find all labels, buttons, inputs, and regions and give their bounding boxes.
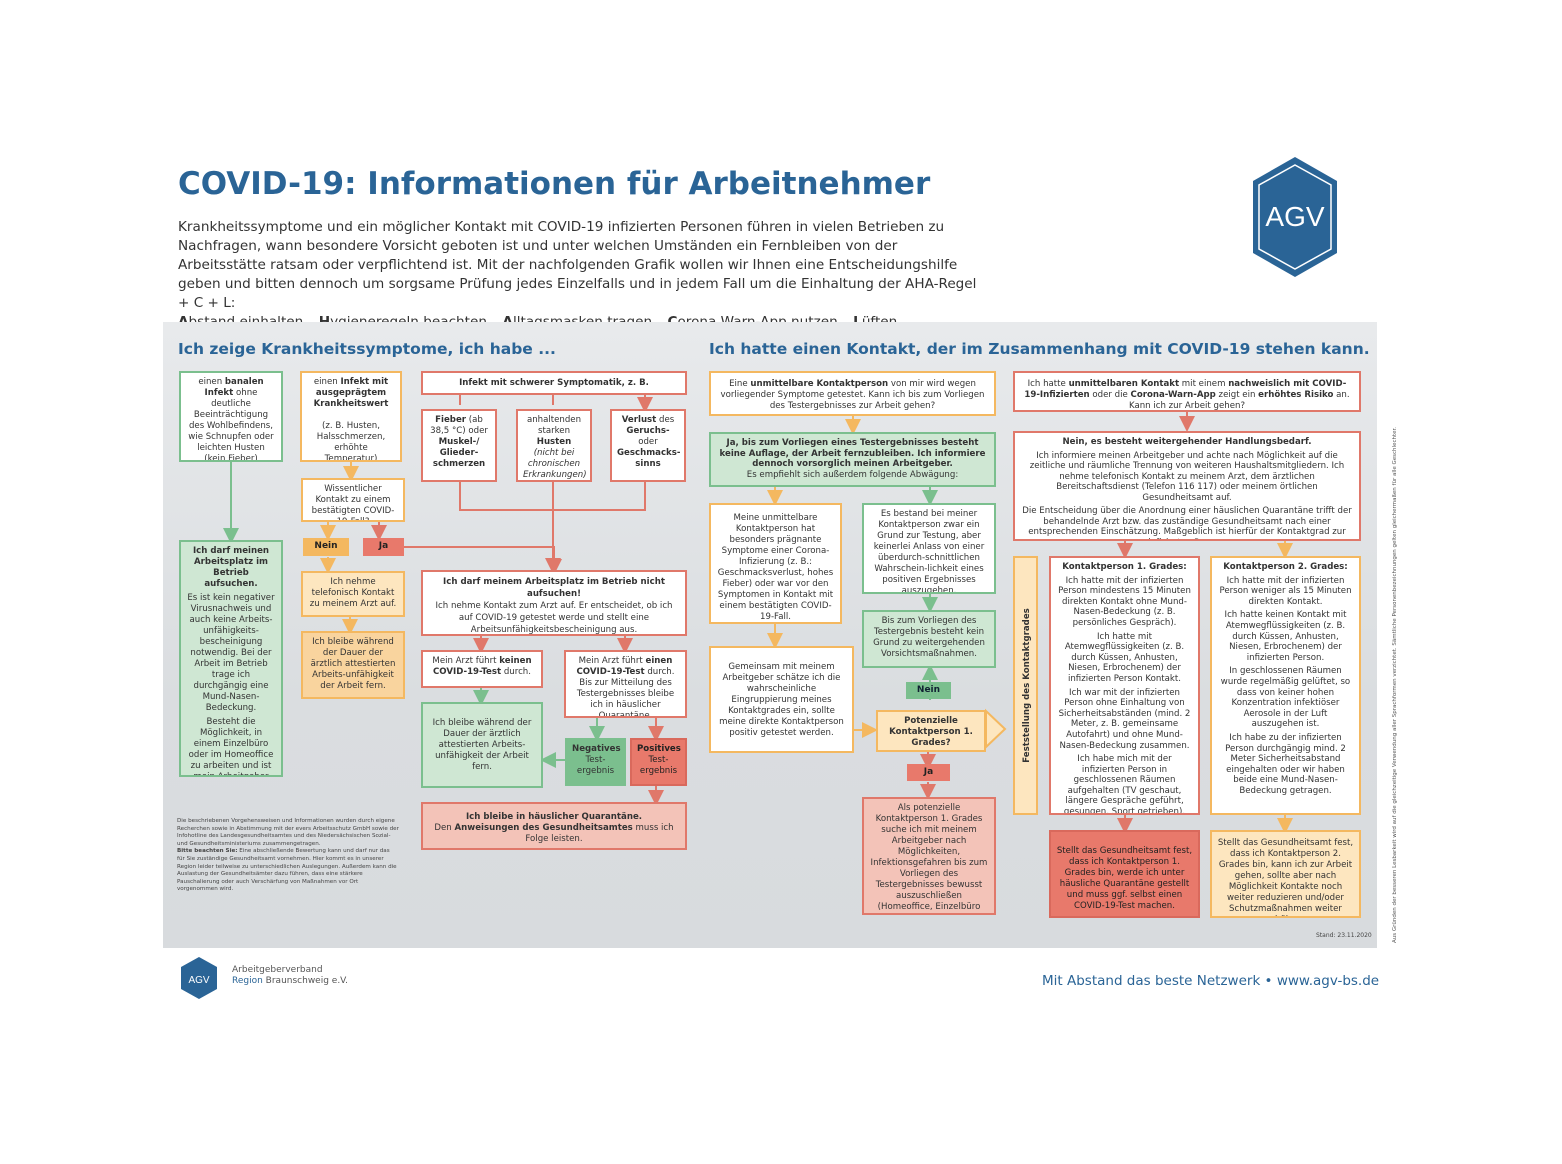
- box-als-potenzielle-kontaktperson: Als potenzielle Kontaktperson 1. Grades …: [862, 797, 996, 915]
- box-ein-test: Mein Arzt führt einen COVID-19-Test durc…: [564, 650, 687, 718]
- box-fieber: Fieber (ab 38,5 °C) oder Muskel-/ Gliede…: [421, 409, 497, 482]
- section-heading-contact: Ich hatte einen Kontakt, der im Zusammen…: [709, 340, 1370, 358]
- box-weitergehender-handlungsbedarf: Nein, es besteht weitergehender Handlung…: [1013, 431, 1361, 541]
- footer-tagline: Mit Abstand das beste Netzwerk • www.agv…: [1042, 973, 1380, 989]
- box-grund-zur-testung: Es bestand bei meiner Kontaktperson zwar…: [862, 503, 996, 594]
- box-banal-infekt: einen banalen Infekt ohne deutliche Beei…: [179, 371, 283, 462]
- stand-date: Stand: 23.11.2020: [1316, 932, 1372, 939]
- box-praegnante-symptome: Meine unmittelbare Kontaktperson hat bes…: [709, 503, 842, 624]
- box-feststellung-kontaktgrad: Feststellung des Kontaktgrades: [1013, 556, 1038, 815]
- box-bleibe-fern-orange: Ich bleibe während der Dauer der ärztlic…: [301, 631, 405, 699]
- footnote: Die beschriebenen Vorgehensweisen und In…: [177, 818, 399, 893]
- intro-paragraph: Krankheitssymptome und ein möglicher Kon…: [178, 219, 977, 311]
- box-infekt-krankheitswert: einen Infekt mit ausgeprägtem Krankheits…: [300, 371, 402, 462]
- box-nachweislicher-kontakt: Ich hatte unmittelbaren Kontakt mit eine…: [1013, 371, 1361, 412]
- section-heading-symptoms: Ich zeige Krankheitssymptome, ich habe .…: [178, 340, 556, 358]
- box-geruchsverlust: Verlust des Geruchs- oder Geschmacks-sin…: [610, 409, 686, 482]
- box-kein-test: Mein Arzt führt keinen COVID-19-Test dur…: [421, 650, 543, 688]
- intro-text: Krankheitssymptome und ein möglicher Kon…: [178, 218, 978, 332]
- box-telefonisch-arzt: Ich nehme telefonisch Kontakt zu meinem …: [301, 571, 405, 617]
- box-darf-arbeitsplatz: Ich darf meinen Arbeitsplatz im Betrieb …: [179, 540, 283, 777]
- side-note: Aus Gründen der besseren Lesbarkeit wird…: [1392, 427, 1398, 943]
- tag-ja-left: Ja: [363, 538, 404, 556]
- box-schwere-symptomatik: Infekt mit schwerer Symptomatik, z. B.: [421, 371, 687, 395]
- tag-ja-right: Ja: [907, 764, 950, 781]
- box-potenzielle-kontaktperson: Potenzielle Kontaktperson 1. Grades?: [876, 710, 986, 752]
- box-darf-nicht-arbeitsplatz: Ich darf meinem Arbeitsplatz im Betrieb …: [421, 570, 687, 636]
- box-gemeinsam-arbeitgeber: Gemeinsam mit meinem Arbeitgeber schätze…: [709, 646, 854, 753]
- box-unmittelbare-kontaktperson: Eine unmittelbare Kontaktperson von mir …: [709, 371, 996, 416]
- box-ja-bis-testergebnis: Ja, bis zum Vorliegen eines Testergebnis…: [709, 432, 996, 487]
- tag-nein-left: Nein: [303, 538, 349, 556]
- box-stellt-kontaktperson-2: Stellt das Gesundheitsamt fest, dass ich…: [1210, 830, 1361, 918]
- svg-text:AGV: AGV: [188, 975, 209, 986]
- box-kein-grund-vorsicht: Bis zum Vorliegen des Testergebnis beste…: [862, 610, 996, 668]
- box-kontaktperson-1-grades: Kontaktperson 1. Grades: Ich hatte mit d…: [1049, 556, 1200, 815]
- box-stellt-kontaktperson-1: Stellt das Gesundheitsamt fest, dass ich…: [1049, 830, 1200, 918]
- tag-nein-right: Nein: [906, 682, 951, 699]
- box-haeusliche-quarantaene: Ich bleibe in häuslicher Quarantäne.Den …: [421, 802, 687, 850]
- box-wissentlicher-kontakt: Wissentlicher Kontakt zu einem bestätigt…: [301, 478, 405, 522]
- box-husten: anhaltenden starken Husten(nicht bei chr…: [516, 409, 592, 482]
- box-bleibe-fern-gruen: Ich bleibe während der Dauer der ärztlic…: [421, 702, 543, 788]
- box-kontaktperson-2-grades: Kontaktperson 2. Grades: Ich hatte mit d…: [1210, 556, 1361, 815]
- page-title: COVID-19: Informationen für Arbeitnehmer: [178, 166, 931, 202]
- logo-text: AGV: [1265, 201, 1324, 232]
- feststellung-label: Feststellung des Kontaktgrades: [1022, 608, 1032, 763]
